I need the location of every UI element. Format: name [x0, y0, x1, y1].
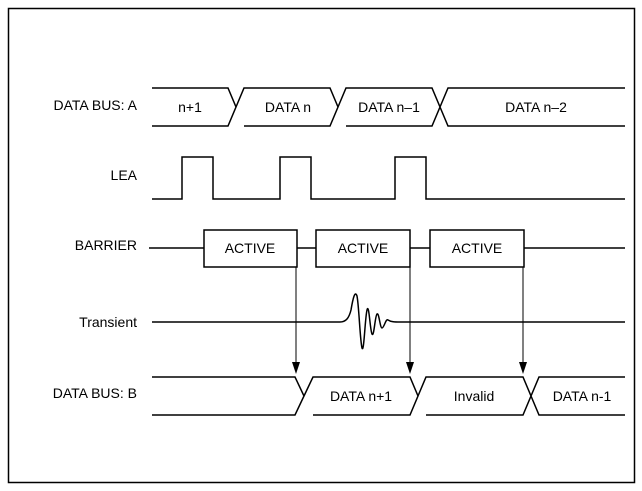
data-bus-a-cell: n+1 [178, 99, 202, 115]
barrier-active-box [315, 229, 411, 268]
barrier-to-bus-b-arrow [292, 267, 300, 374]
barrier-active-box [203, 229, 298, 268]
barrier-to-bus-b-arrow [519, 267, 527, 374]
barrier-state-label: ACTIVE [225, 240, 276, 256]
data-bus-a-waveform [152, 87, 625, 127]
data-bus-b-cell: DATA n+1 [330, 388, 392, 404]
data-bus-b-label: DATA BUS: B [53, 385, 137, 401]
barrier-to-bus-b-arrow [406, 267, 414, 374]
barrier-state-label: ACTIVE [338, 240, 389, 256]
transient-label: Transient [79, 314, 137, 330]
lea-waveform [152, 156, 625, 200]
transient-waveform [152, 293, 625, 350]
data-bus-b-cell: DATA n-1 [553, 388, 612, 404]
data-bus-a-cell: DATA n–2 [505, 99, 567, 115]
data-bus-a-cell: DATA n [265, 99, 311, 115]
data-bus-b-waveform [152, 376, 625, 416]
lea-label: LEA [111, 167, 138, 183]
barrier-state-label: ACTIVE [452, 240, 503, 256]
data-bus-a-label: DATA BUS: A [53, 97, 137, 113]
diagram-frame [7, 7, 636, 484]
barrier-label: BARRIER [75, 237, 137, 253]
data-bus-b-cell: Invalid [454, 388, 494, 404]
barrier-active-box [429, 229, 525, 268]
data-bus-a-cell: DATA n–1 [358, 99, 420, 115]
